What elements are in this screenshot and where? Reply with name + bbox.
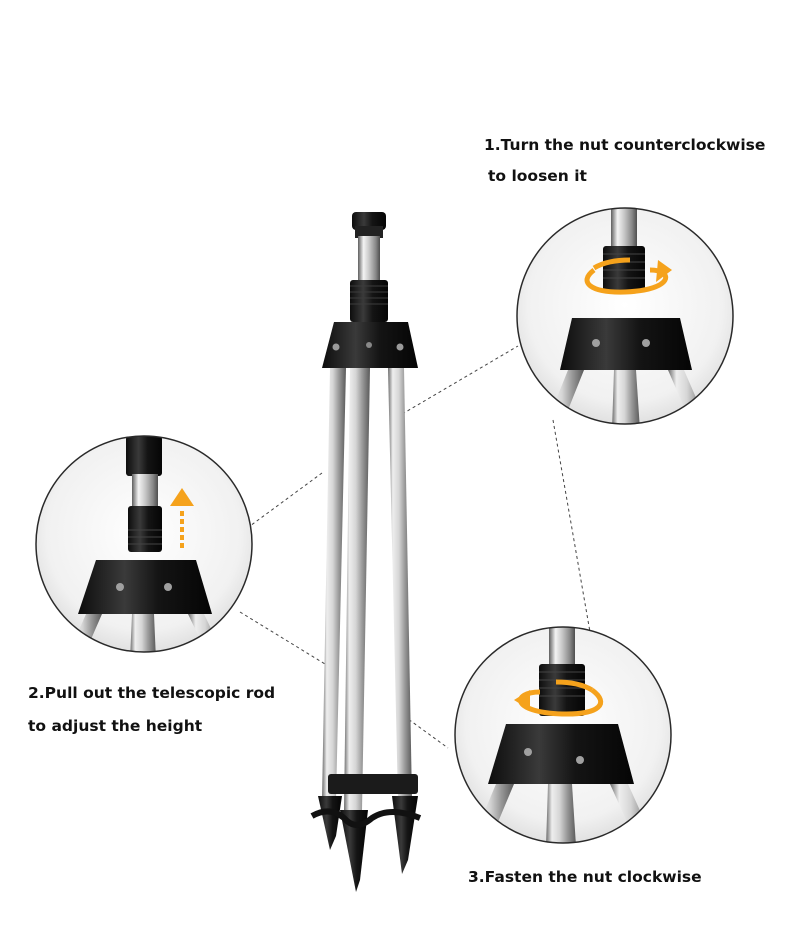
step-1-caption-line-1: 1.Turn the nut counterclockwise — [484, 136, 766, 154]
telescopic-rod — [358, 236, 380, 284]
step-1-caption-line-2: to loosen it — [488, 167, 587, 185]
step-3-caption: 3.Fasten the nut clockwise — [468, 868, 702, 886]
counterclockwise-rotate-arrow-icon — [584, 257, 672, 295]
detail-circle-step-2 — [35, 435, 253, 653]
locking-nut — [350, 280, 388, 322]
callout-line-step-2-bottom — [239, 611, 326, 665]
nut-detail-3 — [539, 664, 585, 716]
telescopic-rod-detail — [132, 474, 158, 508]
callout-line-step-1-to-3 — [552, 419, 591, 633]
tripod-leg-left — [322, 368, 346, 800]
detail-circle-step-1 — [516, 207, 734, 425]
detail-circle-step-3 — [454, 626, 672, 844]
pull-up-arrow-icon — [170, 488, 194, 548]
callout-line-step-2-top — [249, 472, 323, 527]
nut-detail-1 — [603, 246, 645, 292]
tripod-leg-right — [388, 368, 412, 800]
clockwise-rotate-arrow-icon — [514, 679, 604, 717]
tripod-foot-left — [318, 796, 342, 850]
tripod — [310, 212, 422, 892]
tripod-foot-right — [392, 796, 418, 874]
tripod-foot-center — [340, 810, 368, 892]
step-2-caption-line-1: 2.Pull out the telescopic rod — [28, 684, 276, 702]
step-2-caption-line-2: to adjust the height — [28, 717, 203, 735]
tripod-leg-center — [344, 368, 370, 810]
tripod-top-cap — [352, 212, 386, 230]
callout-lines — [239, 345, 591, 749]
callout-line-step-1 — [391, 345, 519, 421]
